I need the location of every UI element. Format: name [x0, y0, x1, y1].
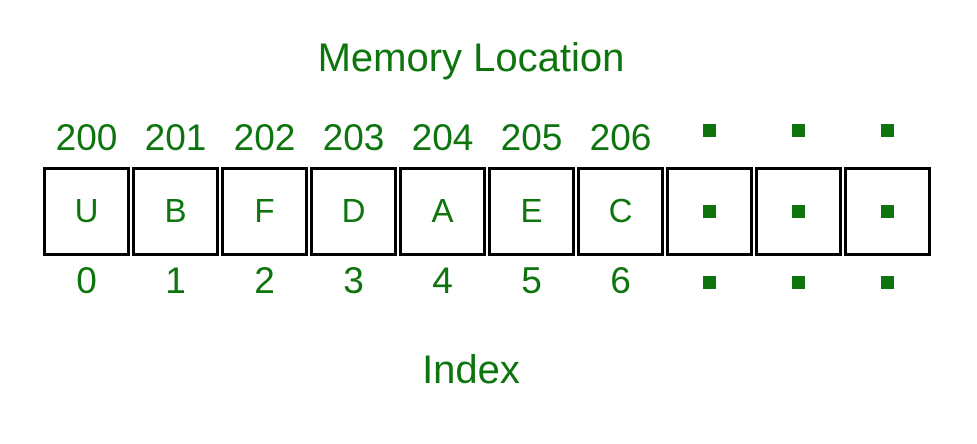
ellipsis-dot-cell [881, 204, 894, 218]
ellipsis-dot-address [792, 123, 805, 137]
memory-address-label-0: 200 [55, 116, 118, 158]
memory-address-label-9 [844, 81, 931, 167]
array-cell-box-6: C [577, 166, 664, 256]
memory-address-label-4: 204 [411, 116, 474, 158]
index-label-5: 5 [521, 259, 542, 301]
array-cell-box-7 [666, 166, 753, 256]
cell-value: U [74, 192, 99, 230]
index-label-9 [844, 256, 931, 302]
cell-value: D [341, 192, 366, 230]
ellipsis-dot-cell [703, 204, 716, 218]
index-label-3: 3 [343, 259, 364, 301]
array-cell-column-8 [755, 81, 842, 302]
index-label-7 [666, 256, 753, 302]
index-label-1: 1 [165, 259, 186, 301]
memory-address-label-2: 202 [233, 116, 296, 158]
array-cell-box-8 [755, 166, 842, 256]
cell-value: E [520, 192, 543, 230]
memory-address-label-6: 206 [589, 116, 652, 158]
memory-address-label-5: 205 [500, 116, 563, 158]
index-label-6: 6 [610, 259, 631, 301]
array-cell-box-0: U [43, 166, 130, 256]
memory-address-label-1: 201 [144, 116, 207, 158]
array-cell-box-2: F [221, 166, 308, 256]
index-label-2: 2 [254, 259, 275, 301]
ellipsis-dot-index [703, 275, 716, 289]
index-label-4: 4 [432, 259, 453, 301]
memory-address-label-7 [666, 81, 753, 167]
memory-address-label-8 [755, 81, 842, 167]
array-cell-column-7 [666, 81, 753, 302]
cell-value: F [254, 192, 275, 230]
ellipsis-dot-index [792, 275, 805, 289]
array-cell-box-5: E [488, 166, 575, 256]
index-label-8 [755, 256, 842, 302]
ellipsis-dot-address [881, 123, 894, 137]
cell-value: C [608, 192, 633, 230]
index-axis-label: Index [422, 347, 520, 392]
memory-location-title: Memory Location [317, 36, 625, 80]
array-cell-box-4: A [399, 166, 486, 256]
ellipsis-dot-address [703, 123, 716, 137]
array-cell-box-1: B [132, 166, 219, 256]
index-label-0: 0 [76, 259, 97, 301]
ellipsis-dot-cell [792, 204, 805, 218]
array-cell-box-9 [844, 166, 931, 256]
ellipsis-dot-index [881, 275, 894, 289]
cell-value: B [164, 192, 187, 230]
array-cell-box-3: D [310, 166, 397, 256]
cell-value: A [431, 192, 454, 230]
array-cell-column-9 [844, 81, 931, 302]
memory-address-label-3: 203 [322, 116, 385, 158]
